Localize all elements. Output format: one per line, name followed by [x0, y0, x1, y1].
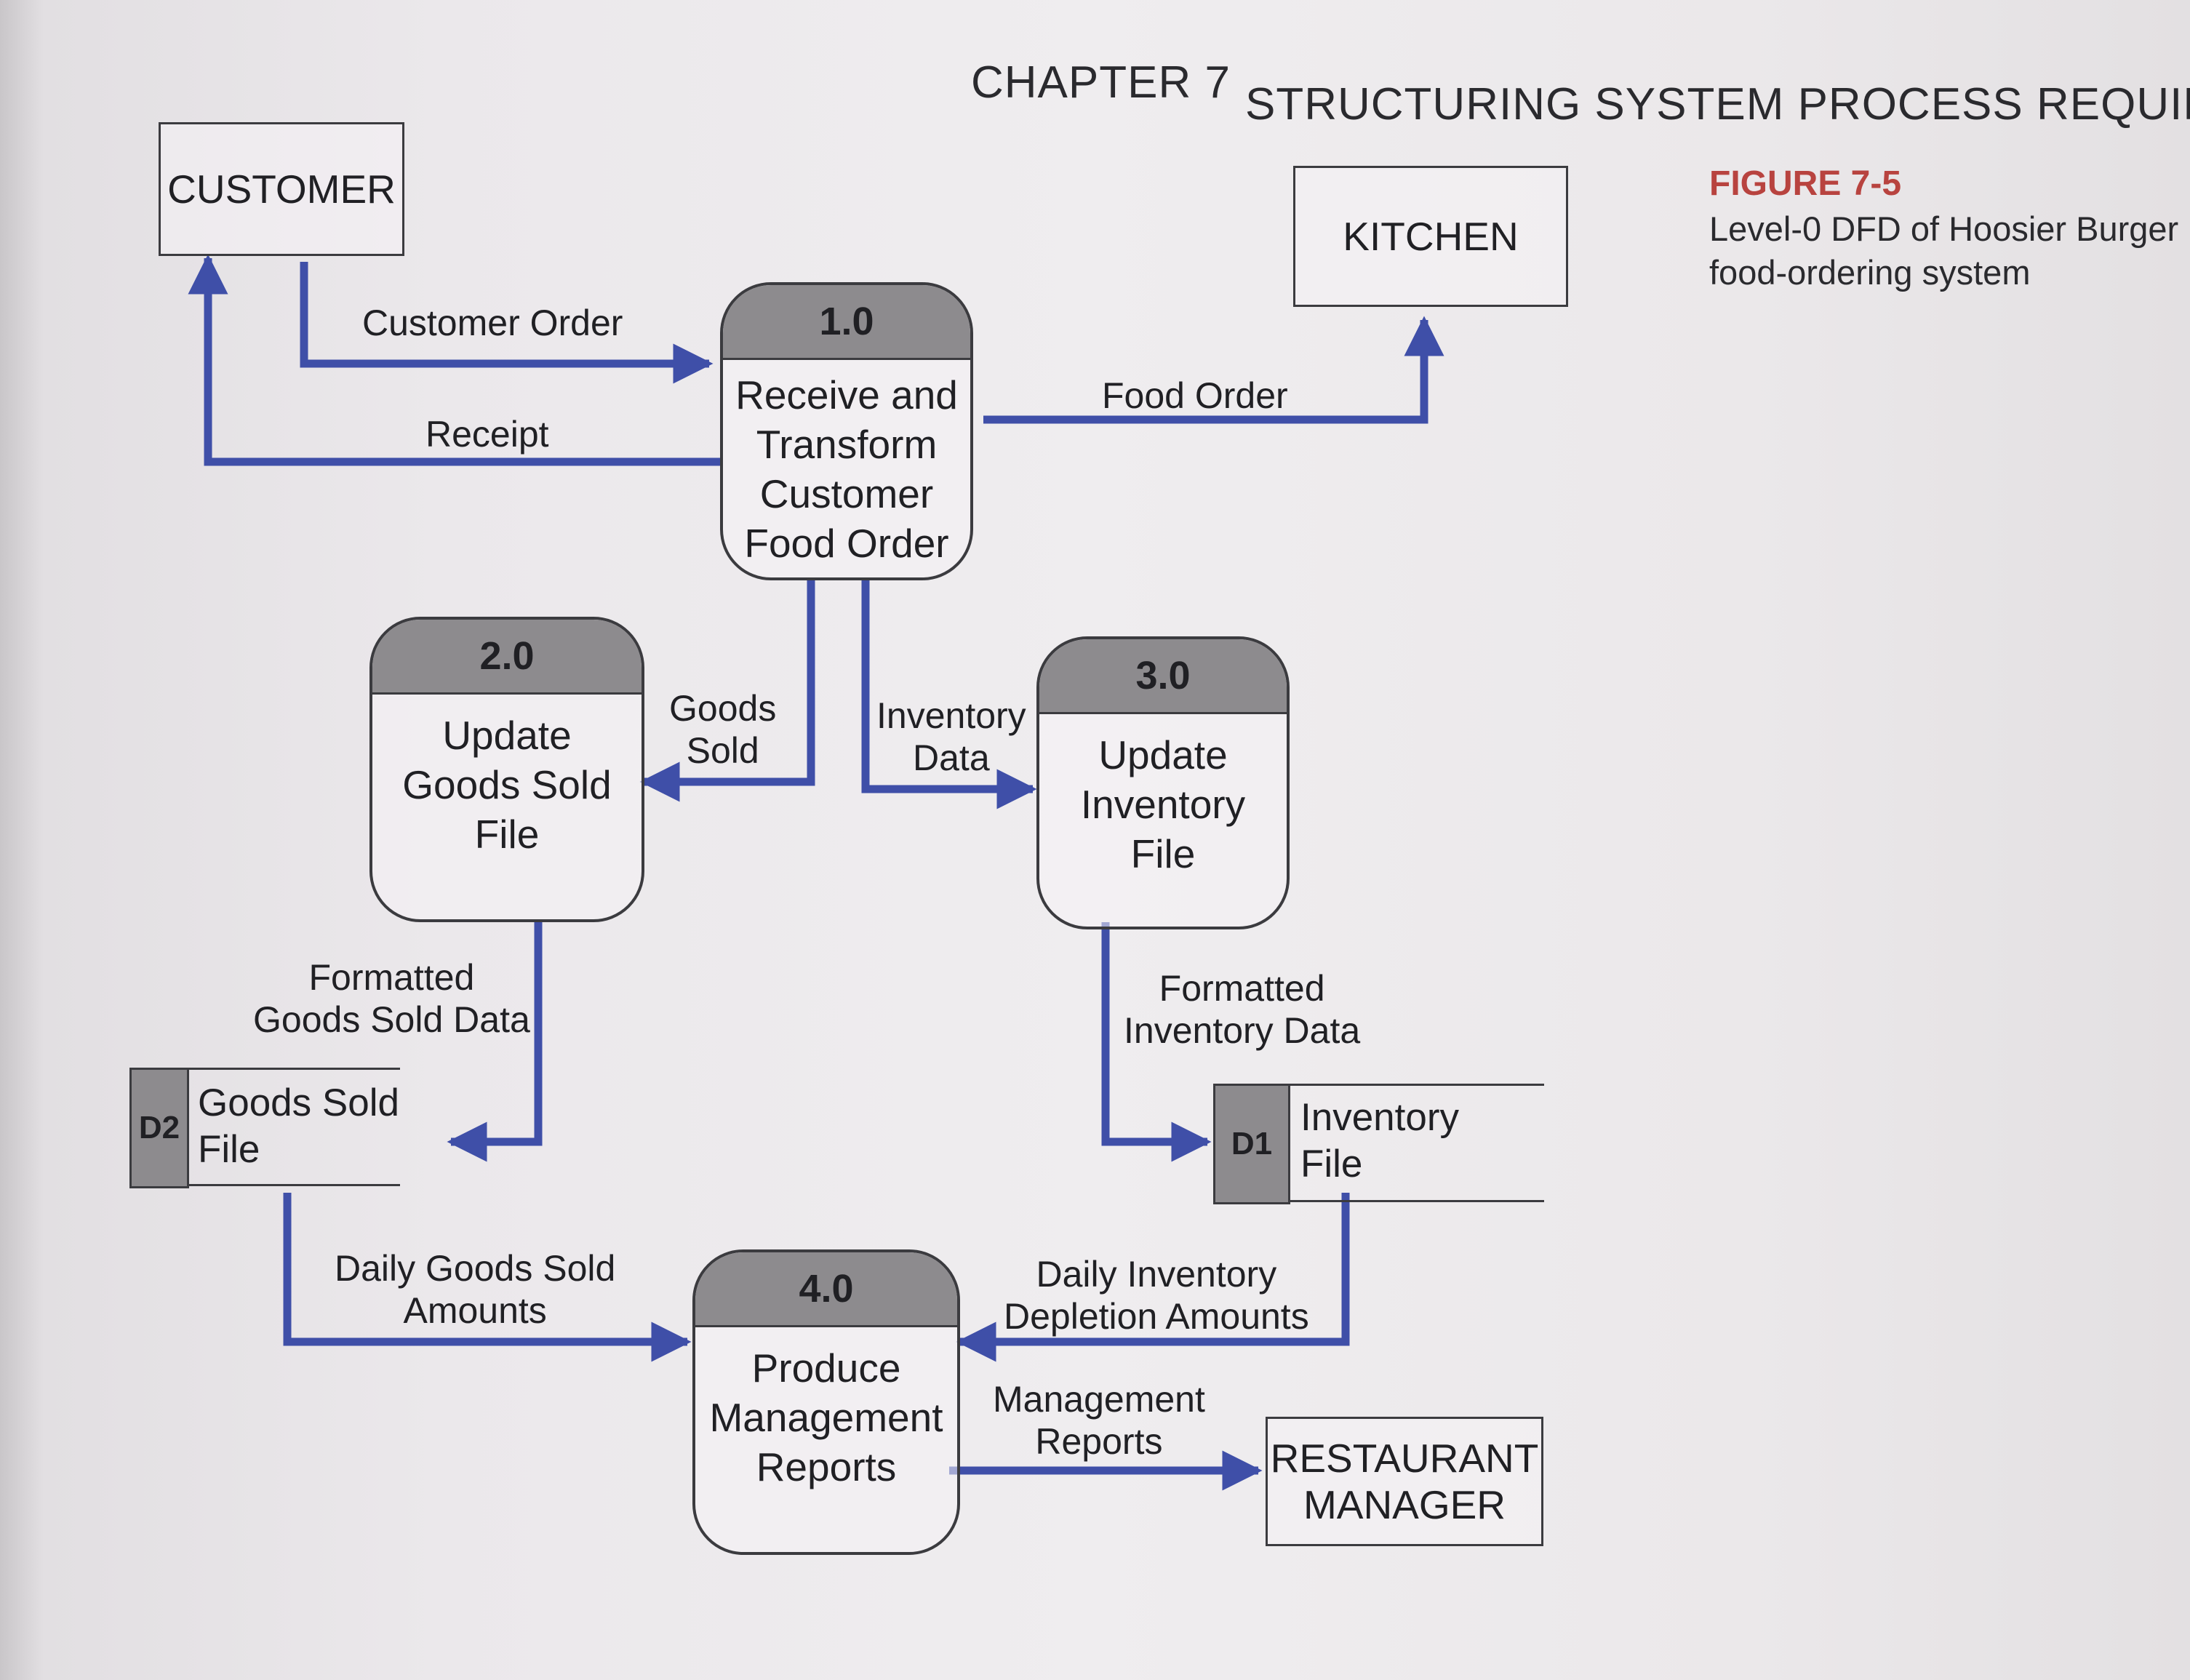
- label-daily-inventory: Daily Inventory Depletion Amounts: [1004, 1254, 1309, 1337]
- process-4-name: Produce Management Reports: [709, 1345, 943, 1489]
- arrow-receipt: [188, 254, 720, 466]
- process-3-name: Update Inventory File: [1080, 732, 1246, 876]
- figure-label: FIGURE 7-5: [1709, 164, 1902, 203]
- label-management-reports: Management Reports: [993, 1379, 1205, 1462]
- label-inventory-data: Inventory Data: [876, 695, 1026, 778]
- store-d2-id: D2: [129, 1068, 189, 1188]
- store-d2-name: Goods Sold File: [198, 1081, 399, 1171]
- store-d1-bottom-line: [1213, 1200, 1544, 1202]
- process-4: 4.0 Produce Management Reports: [692, 1249, 960, 1555]
- label-receipt: Receipt: [425, 414, 549, 455]
- arrow-goods-sold: [639, 578, 815, 802]
- store-d1-id: D1: [1213, 1084, 1290, 1204]
- arrow-daily-inventory: [956, 1193, 1350, 1362]
- arrow-formatted-goods: [447, 922, 543, 1162]
- store-d1-name: Inventory File: [1300, 1096, 1460, 1185]
- entity-restaurant-manager: RESTAURANT MANAGER: [1266, 1417, 1543, 1546]
- process-1: 1.0 Receive and Transform Customer Food …: [720, 282, 973, 580]
- arrow-formatted-inventory: [1101, 922, 1212, 1162]
- process-3: 3.0 Update Inventory File: [1036, 636, 1290, 929]
- entity-kitchen: KITCHEN: [1293, 166, 1568, 307]
- process-1-id: 1.0: [723, 285, 970, 360]
- chapter-title: STRUCTURING SYSTEM PROCESS REQUIREMENTS: [1245, 79, 2190, 129]
- process-1-name: Receive and Transform Customer Food Orde…: [735, 372, 958, 566]
- arrow-daily-goods: [283, 1193, 692, 1362]
- label-formatted-inventory: Formatted Inventory Data: [1124, 968, 1361, 1051]
- label-food-order: Food Order: [1102, 375, 1288, 416]
- entity-customer: CUSTOMER: [159, 122, 404, 256]
- process-3-id: 3.0: [1039, 639, 1287, 714]
- arrow-inventory-data: [861, 578, 1037, 809]
- label-goods-sold: Goods Sold: [669, 688, 777, 771]
- process-2-name: Update Goods Sold File: [402, 713, 612, 857]
- arrow-food-order: [983, 316, 1444, 424]
- label-formatted-goods: Formatted Goods Sold Data: [253, 957, 530, 1040]
- label-daily-goods: Daily Goods Sold Amounts: [335, 1248, 616, 1331]
- figure-caption: Level-0 DFD of Hoosier Burger food-order…: [1709, 209, 2179, 292]
- process-2-id: 2.0: [372, 620, 642, 695]
- chapter-number: CHAPTER 7: [971, 57, 1231, 108]
- arrow-customer-order: [300, 262, 714, 384]
- process-2: 2.0 Update Goods Sold File: [369, 617, 644, 922]
- store-d2-bottom-line: [129, 1184, 400, 1186]
- process-4-id: 4.0: [695, 1252, 957, 1327]
- store-d1-top-line: [1213, 1084, 1544, 1086]
- label-customer-order: Customer Order: [362, 303, 623, 343]
- store-d2-top-line: [129, 1068, 400, 1070]
